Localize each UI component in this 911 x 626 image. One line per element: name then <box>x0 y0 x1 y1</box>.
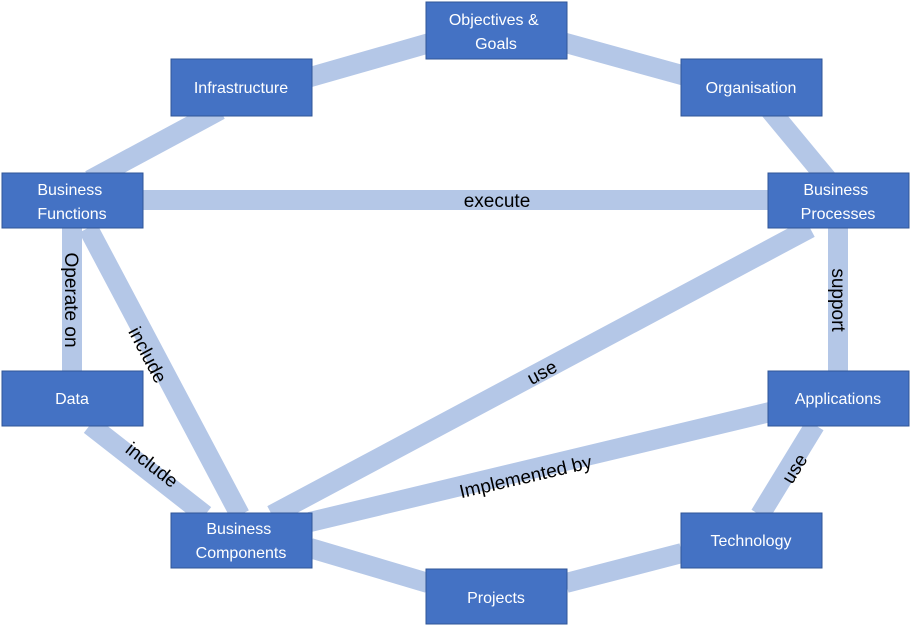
connector-applications-components <box>307 402 773 532</box>
node-applications-label: Applications <box>795 391 881 408</box>
node-business-functions-line-1: Business <box>37 182 102 199</box>
svg-text:Business Functions: Business Functions <box>37 182 106 223</box>
connector-applications-technology <box>751 419 824 521</box>
node-applications: Applications <box>767 370 910 427</box>
node-business-functions-line-2: Functions <box>37 206 106 223</box>
node-business-functions: Business Functions <box>1 172 144 229</box>
svg-text:Applications: Applications <box>795 391 881 408</box>
node-infrastructure: Infrastructure <box>170 58 313 117</box>
node-objectives-line-2: Goals <box>475 36 517 53</box>
svg-text:Technology: Technology <box>711 533 792 550</box>
node-data-label: Data <box>55 391 89 408</box>
connector-components-projects <box>307 538 431 593</box>
connector-projects-technology <box>563 543 685 593</box>
edge-label-execute: execute <box>464 191 531 212</box>
connector-processes-components <box>267 219 815 524</box>
connector-functions-components <box>79 223 249 520</box>
node-organisation: Organisation <box>680 58 823 117</box>
node-projects-label: Projects <box>467 590 525 607</box>
connector-infrastructure-objectives <box>297 30 443 90</box>
node-technology-label: Technology <box>711 533 792 550</box>
node-business-processes-line-2: Processes <box>801 206 876 223</box>
svg-text:Business Components: Business Components <box>196 521 287 562</box>
edge-labels: execute Operate on include include use s… <box>60 191 848 503</box>
node-business-components: Business Components <box>170 512 313 569</box>
node-business-components-line-2: Components <box>196 545 287 562</box>
connector-functions-infrastructure <box>85 101 225 189</box>
connector-organisation-processes <box>762 103 836 187</box>
node-objectives-goals: Objectives & Goals <box>425 1 568 60</box>
svg-text:Objectives & Goals: Objectives & Goals <box>449 12 543 53</box>
node-business-components-line-1: Business <box>206 521 271 538</box>
node-objectives-line-1: Objectives & <box>449 12 539 29</box>
svg-text:Infrastructure: Infrastructure <box>194 80 288 97</box>
connector-data-components <box>83 417 212 523</box>
node-projects: Projects <box>425 568 568 625</box>
node-business-processes: Business Processes <box>767 172 910 229</box>
edge-label-support: support <box>827 268 848 332</box>
svg-text:Business Processes: Business Processes <box>801 182 876 223</box>
svg-text:Data: Data <box>55 391 89 408</box>
edge-label-operate-on: Operate on <box>60 252 81 347</box>
edge-label-implemented-by: Implemented by <box>458 452 595 503</box>
svg-text:Organisation: Organisation <box>706 80 797 97</box>
svg-text:Projects: Projects <box>467 590 525 607</box>
node-organisation-label: Organisation <box>706 80 797 97</box>
node-data: Data <box>1 370 144 427</box>
node-infrastructure-label: Infrastructure <box>194 80 288 97</box>
node-business-processes-line-1: Business <box>803 182 868 199</box>
connectors <box>62 30 848 593</box>
connector-objectives-organisation <box>552 30 703 90</box>
node-technology: Technology <box>680 512 823 569</box>
